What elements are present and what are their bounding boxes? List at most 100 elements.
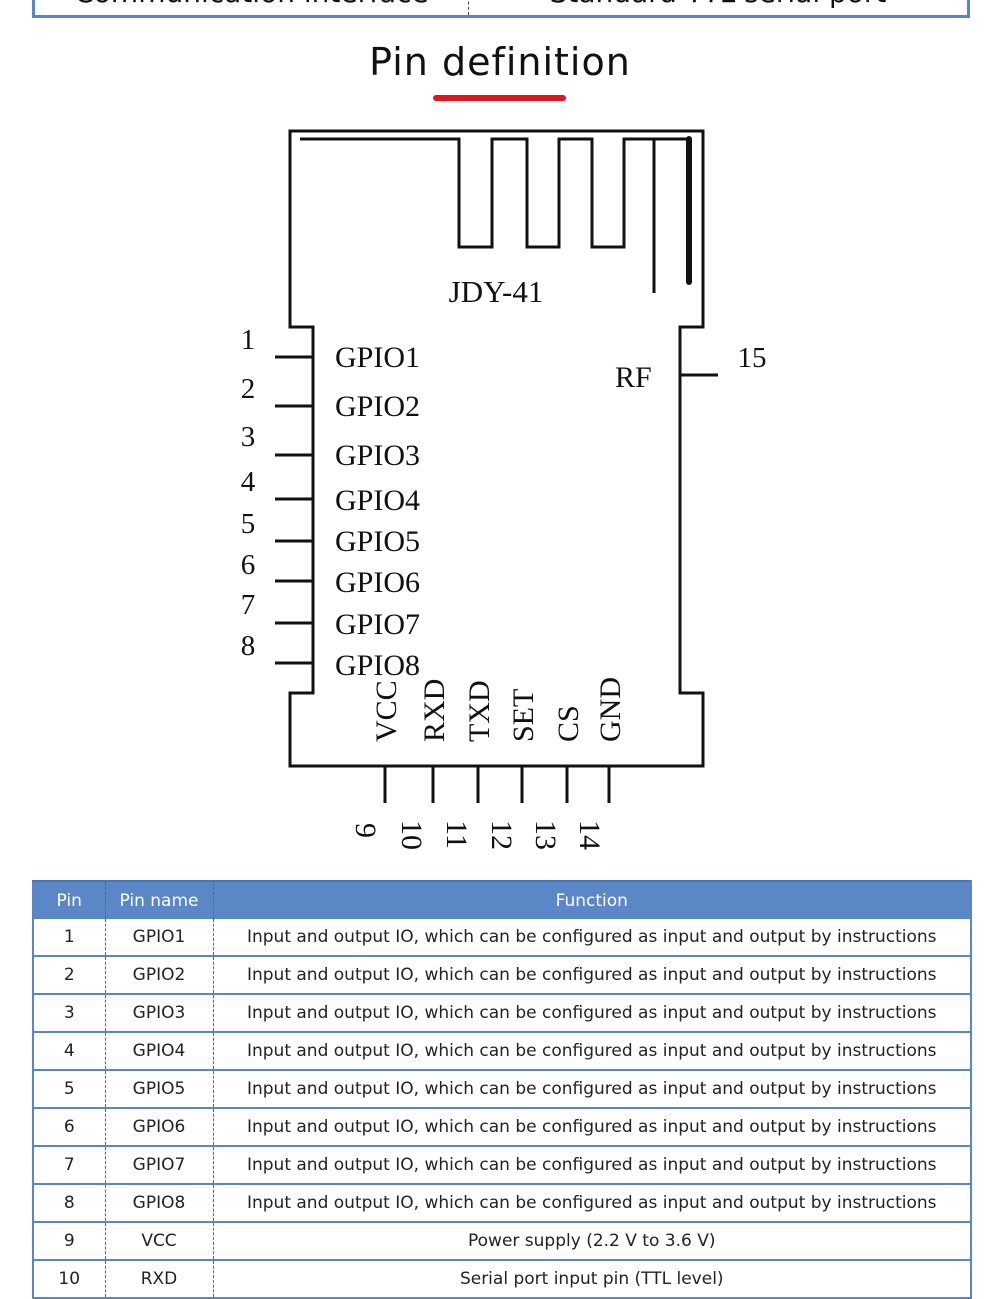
pin-5: 5 GPIO5 — [241, 508, 420, 558]
cell-pin-name: GPIO5 — [105, 1070, 214, 1109]
pin-table: Pin Pin name Function 1 GPIO1 Input and … — [32, 880, 972, 1299]
pin-4: 4 GPIO4 — [241, 466, 420, 517]
pin-label: RF — [615, 361, 652, 394]
pin-label: RXD — [418, 679, 451, 742]
cell-pin: 7 — [32, 1146, 106, 1185]
table-row: 9 VCC Power supply (2.2 V to 3.6 V) — [32, 1222, 972, 1261]
pin-label: SET — [507, 689, 540, 742]
pin-14: GND 14 — [573, 677, 627, 850]
table-row: 10 RXD Serial port input pin (TTL level) — [32, 1260, 972, 1299]
title-underline — [433, 95, 566, 101]
cell-function: Input and output IO, which can be config… — [213, 994, 972, 1033]
pin-3: 3 GPIO3 — [241, 421, 420, 472]
pin-number: 14 — [573, 820, 606, 850]
pin-15: 15 RF — [615, 342, 767, 394]
pin-12: SET 12 — [485, 689, 540, 850]
cell-pin-name: GPIO1 — [105, 919, 214, 957]
antenna-trace — [300, 137, 689, 249]
cell-pin: 3 — [32, 994, 106, 1033]
cell-pin-name: RXD — [105, 1260, 214, 1299]
module-name: JDY-41 — [449, 274, 544, 309]
cell-function: Power supply (2.2 V to 3.6 V) — [213, 1222, 972, 1261]
pinout-diagram: JDY-41 1 GPIO1 2 GPIO2 3 GPIO3 4 GPIO4 5… — [241, 129, 767, 850]
pin-label: GPIO1 — [335, 341, 420, 374]
pin-2: 2 GPIO2 — [241, 373, 420, 423]
pin-number: 13 — [529, 820, 562, 850]
cell-function: Input and output IO, which can be config… — [213, 1032, 972, 1071]
cell-pin: 1 — [32, 919, 106, 957]
pin-number: 2 — [241, 373, 256, 405]
pin-number: 7 — [241, 589, 256, 621]
pin-13: CS 13 — [529, 705, 585, 850]
cell-pin: 8 — [32, 1184, 106, 1223]
pin-number: 1 — [241, 324, 256, 356]
pin-label: GPIO2 — [335, 390, 420, 423]
pin-8: 8 GPIO8 — [241, 630, 420, 682]
header-pin: Pin — [32, 880, 106, 919]
cell-pin: 2 — [32, 956, 106, 995]
pin-label: TXD — [463, 680, 496, 742]
cell-function: Input and output IO, which can be config… — [213, 1146, 972, 1185]
cell-pin: 4 — [32, 1032, 106, 1071]
cell-pin-name: GPIO4 — [105, 1032, 214, 1071]
cell-function: Input and output IO, which can be config… — [213, 1184, 972, 1223]
table-row: 3 GPIO3 Input and output IO, which can b… — [32, 994, 972, 1033]
pin-label: GPIO7 — [335, 608, 420, 641]
table-header-row: Pin Pin name Function — [32, 880, 972, 919]
pin-6: 6 GPIO6 — [241, 549, 420, 599]
bottom-pins: VCC 9 RXD 10 TXD 11 SET 12 CS 13 GND 14 — [349, 677, 627, 850]
table-row: 8 GPIO8 Input and output IO, which can b… — [32, 1184, 972, 1223]
table-row: 6 GPIO6 Input and output IO, which can b… — [32, 1108, 972, 1147]
pin-number: 4 — [241, 466, 256, 498]
pin-number: 9 — [349, 823, 382, 838]
table-row: 5 GPIO5 Input and output IO, which can b… — [32, 1070, 972, 1109]
cell-pin-name: VCC — [105, 1222, 214, 1261]
cell-function: Input and output IO, which can be config… — [213, 1070, 972, 1109]
pin-11: TXD 11 — [440, 680, 496, 849]
pin-number: 15 — [738, 342, 767, 374]
pin-label: GND — [594, 677, 627, 742]
cell-pin-name: GPIO3 — [105, 994, 214, 1033]
table-row: 4 GPIO4 Input and output IO, which can b… — [32, 1032, 972, 1071]
spec-table-row: Communication interface Standard TTL ser… — [32, 0, 970, 18]
table-row: 7 GPIO7 Input and output IO, which can b… — [32, 1146, 972, 1185]
cell-pin: 5 — [32, 1070, 106, 1109]
cell-pin-name: GPIO8 — [105, 1184, 214, 1223]
pin-number: 3 — [241, 421, 256, 453]
pin-9: VCC 9 — [349, 680, 403, 838]
cell-function: Serial port input pin (TTL level) — [213, 1260, 972, 1299]
table-row: 1 GPIO1 Input and output IO, which can b… — [32, 919, 972, 957]
pin-number: 10 — [395, 820, 428, 850]
cell-pin: 10 — [32, 1260, 106, 1299]
pin-number: 5 — [241, 508, 256, 540]
pin-label: GPIO4 — [335, 484, 420, 517]
spec-value-cell: Standard TTL serial port — [469, 0, 967, 15]
spec-label-cell: Communication interface — [35, 0, 469, 15]
cell-pin-name: GPIO2 — [105, 956, 214, 995]
header-function: Function — [213, 880, 972, 919]
pin-number: 12 — [485, 820, 518, 850]
cell-pin: 6 — [32, 1108, 106, 1147]
pin-label: VCC — [370, 680, 403, 742]
pin-7: 7 GPIO7 — [241, 589, 420, 641]
cell-pin-name: GPIO7 — [105, 1146, 214, 1185]
pin-1: 1 GPIO1 — [241, 324, 420, 374]
cell-function: Input and output IO, which can be config… — [213, 1108, 972, 1147]
left-pins: 1 GPIO1 2 GPIO2 3 GPIO3 4 GPIO4 5 GPIO5 … — [241, 324, 420, 682]
pin-10: RXD 10 — [395, 679, 451, 850]
cell-pin-name: GPIO6 — [105, 1108, 214, 1147]
module-outline — [288, 129, 705, 768]
section-title: Pin definition — [369, 40, 631, 84]
pin-number: 11 — [440, 820, 473, 849]
cell-function: Input and output IO, which can be config… — [213, 956, 972, 995]
pin-number: 6 — [241, 549, 256, 581]
pin-number: 8 — [241, 630, 256, 662]
cell-function: Input and output IO, which can be config… — [213, 919, 972, 957]
pin-label: GPIO6 — [335, 566, 420, 599]
cell-pin: 9 — [32, 1222, 106, 1261]
header-pin-name: Pin name — [105, 880, 214, 919]
pin-label: GPIO5 — [335, 525, 420, 558]
pin-label: CS — [552, 705, 585, 742]
pin-label: GPIO3 — [335, 439, 420, 472]
table-row: 2 GPIO2 Input and output IO, which can b… — [32, 956, 972, 995]
